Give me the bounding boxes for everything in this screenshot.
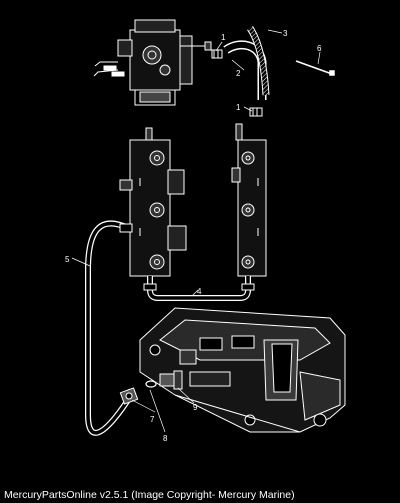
intake-manifold	[139, 307, 346, 433]
callout-3: 3	[283, 29, 288, 38]
callout-8: 8	[163, 434, 168, 443]
fitting-straight	[159, 370, 183, 390]
callout-2: 2	[236, 69, 241, 78]
callout-1-bottom: 1	[236, 103, 241, 112]
leader-lines	[71, 29, 321, 433]
vapor-separator-assembly	[93, 19, 212, 106]
crossover-hose	[143, 276, 255, 301]
callout-1-top: 1	[221, 33, 226, 42]
callout-6: 6	[317, 44, 322, 53]
hose-clamp-top	[211, 49, 223, 59]
callout-5: 5	[65, 255, 70, 264]
hose-clamp-bottom	[249, 107, 263, 117]
callout-7: 7	[150, 415, 155, 424]
fitting-elbow	[119, 387, 139, 405]
fuel-hose-long	[85, 220, 133, 436]
fuel-rail-left	[119, 127, 187, 277]
copyright-footer: MercuryPartsOnline v2.5.1 (Image Copyrig…	[4, 489, 295, 501]
o-ring-washer	[145, 380, 157, 388]
callout-4: 4	[197, 287, 202, 296]
fuel-rail-right	[231, 123, 267, 277]
callout-9: 9	[193, 403, 198, 412]
cable-tie	[295, 60, 335, 76]
